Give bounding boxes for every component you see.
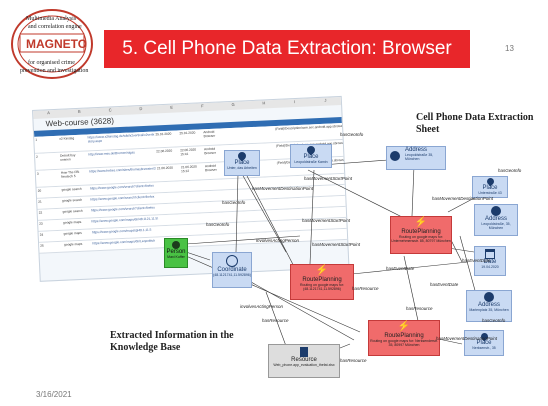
node-route-1-title: RoutePlanning: [401, 229, 441, 235]
edge-label: hasMovementDestinationPoint: [252, 186, 314, 191]
node-place-1[interactable]: Place Unter, das Arbeiten: [224, 150, 260, 176]
logo-ring-top: Multimedia Analysis: [26, 16, 77, 22]
edge-label: hasResource: [352, 286, 379, 291]
kb-caption: Extracted Information in the Knowledge B…: [110, 330, 234, 353]
calendar-icon: [485, 249, 495, 259]
node-place-4-title: Place: [476, 340, 492, 346]
node-coordinate[interactable]: Coordinate (48.1121741,11.592896): [212, 252, 252, 288]
node-route-planning-1[interactable]: ⚡ RoutePlanning Routing on google maps f…: [390, 216, 452, 254]
node-route-1-sub: Routing on google maps for: Unternehmens…: [391, 235, 451, 243]
edge-label: hasGeoInfo: [482, 318, 506, 323]
node-address-1-title: Address: [405, 147, 428, 153]
node-address-1-sub: Leopoldstraße 35, München: [405, 153, 434, 161]
node-place-4-sub: Nerksenstr., 35: [472, 346, 496, 350]
logo-ring-top2: and correlation engine: [28, 24, 82, 30]
node-person[interactable]: Person Maxi Kuffer: [164, 238, 188, 268]
node-address-2-title: Address: [484, 216, 507, 222]
edge-label: hasEventDate: [386, 266, 415, 271]
resource-icon: [300, 347, 308, 357]
node-place-1-title: Place: [234, 160, 250, 166]
node-address-2-sub: Leopoldstraße, 35, München: [481, 222, 511, 230]
edge-label: hasResource: [406, 306, 433, 311]
lightning-icon: ⚡: [397, 321, 411, 332]
node-date-sub: 19.04.2020: [481, 265, 499, 269]
node-address-3-sub: Marienplatz 35, München: [469, 308, 509, 312]
edge-label: hasEventDate: [462, 258, 491, 263]
edge-label: involvesActingPerson: [256, 238, 300, 243]
address-icon: [484, 292, 494, 302]
node-route-2-sub: Routing on google maps for: (48.1121741,…: [300, 283, 344, 291]
edge-label: involvesActingPerson: [240, 304, 284, 309]
node-date-title: Date: [483, 259, 497, 265]
magneto-logo: Multimedia Analysis and correlation engi…: [6, 4, 98, 84]
edge-label: hasGeoInfo: [498, 168, 522, 173]
node-address-2[interactable]: Address Leopoldstraße, 35, München: [474, 204, 518, 236]
lightning-icon: ⚡: [414, 217, 428, 228]
edge-label: hasGeoInfo: [222, 200, 246, 205]
node-place-2-title: Place: [303, 154, 319, 160]
node-address-3-title: Address: [477, 302, 500, 308]
node-address-3[interactable]: Address Marienplatz 35, München: [466, 290, 512, 322]
node-route-3-sub: Routing on google maps for: Nerksenderst…: [370, 339, 438, 347]
node-resource-sub: Web_phone.app_evaluation_thefat.xlsx: [273, 363, 335, 367]
node-date[interactable]: Date 19.04.2020: [474, 246, 506, 276]
edge-label: hasMovementStartPoint: [304, 176, 353, 181]
person-icon: [172, 241, 180, 249]
slide-number: 13: [505, 44, 514, 53]
node-person-title: Person: [166, 249, 186, 255]
edge-label: hasResource: [262, 318, 289, 323]
node-route-2-title: RoutePlanning: [302, 277, 342, 283]
edge-label: hasGeoInfo: [340, 132, 364, 137]
address-icon: [390, 151, 400, 161]
logo-brand: MAGNETO: [26, 37, 87, 51]
coordinate-icon: [226, 255, 238, 267]
node-coordinate-sub: (48.1121741,11.592896): [213, 273, 251, 277]
edge-label: hasGeoInfo: [206, 222, 230, 227]
slide-date: 3/16/2021: [36, 390, 72, 399]
node-route-3-title: RoutePlanning: [384, 333, 424, 339]
sheet-caption: Cell Phone Data Extraction Sheet: [416, 112, 534, 135]
slide-title: 5. Cell Phone Data Extraction: Browser H…: [104, 30, 470, 97]
node-place-2-sub: Leopoldstraße Kamin: [294, 160, 328, 164]
node-place-3-title: Place: [482, 185, 498, 191]
node-place-2[interactable]: Place Leopoldstraße Kamin: [290, 144, 332, 168]
node-place-4[interactable]: Place Nerksenstr., 35: [464, 330, 504, 356]
lightning-icon: ⚡: [315, 265, 329, 276]
edge-label: hasResource: [340, 358, 367, 363]
node-place-3[interactable]: Place Unterstraße 43: [472, 176, 508, 198]
address-icon: [491, 206, 501, 216]
node-coordinate-title: Coordinate: [217, 267, 247, 273]
node-person-sub: Maxi Kuffer: [167, 255, 185, 259]
node-resource[interactable]: Resource Web_phone.app_evaluation_thefat…: [268, 344, 340, 378]
node-route-planning-3[interactable]: ⚡ RoutePlanning Routing on google maps f…: [368, 320, 440, 356]
node-place-1-sub: Unter, das Arbeiten: [227, 166, 257, 170]
logo-ring-bottom2: prevention and investigation: [20, 68, 88, 74]
edge-label: hasMovementStartPoint: [302, 218, 351, 223]
node-resource-title: Resource: [291, 357, 317, 363]
node-place-3-sub: Unterstraße 43: [478, 191, 502, 195]
edge-label: hasEventDate: [430, 282, 459, 287]
node-route-planning-2[interactable]: ⚡ RoutePlanning Routing on google maps f…: [290, 264, 354, 300]
edge-label: hasMovementDestinationPoint: [436, 336, 498, 341]
logo-ring-bottom: for organised crime: [28, 59, 75, 66]
edge-label: hasMovementDestinationPoint: [432, 196, 494, 201]
node-address-1[interactable]: Address Leopoldstraße 35, München: [386, 146, 446, 170]
edge-label: hasMovementStartPoint: [312, 242, 361, 247]
